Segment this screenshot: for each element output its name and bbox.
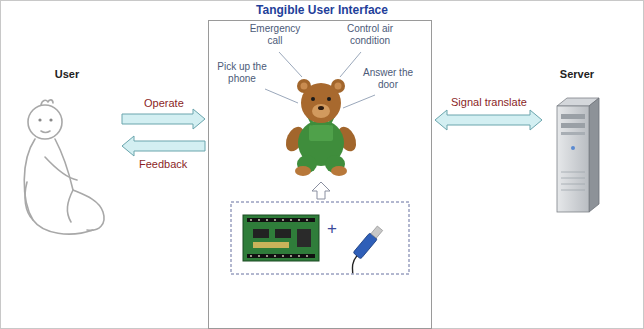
illustration-part bbox=[557, 106, 589, 212]
illustration-part bbox=[561, 132, 585, 135]
block-arrow bbox=[122, 109, 205, 129]
illustration-part bbox=[38, 118, 41, 121]
illustration-part bbox=[275, 229, 291, 238]
interface-panel: Emergency call Control air conditionPick … bbox=[208, 20, 432, 329]
illustration-part bbox=[312, 182, 330, 199]
illustration-part bbox=[347, 256, 363, 273]
illustration-part bbox=[343, 95, 375, 108]
illustration-part bbox=[265, 89, 298, 103]
illustration-part bbox=[250, 255, 252, 257]
illustration-part bbox=[231, 202, 409, 274]
user-node: User bbox=[15, 62, 119, 247]
baby-figure bbox=[15, 62, 119, 247]
arrow-label: Signal translate bbox=[451, 96, 527, 109]
function-label: Answer the door bbox=[359, 67, 417, 90]
illustration-part bbox=[561, 172, 585, 173]
illustration-part bbox=[298, 255, 300, 257]
illustration-part bbox=[67, 190, 73, 222]
illustration-part bbox=[561, 123, 585, 128]
illustration-part bbox=[561, 172, 585, 190]
illustration-part bbox=[306, 219, 308, 221]
illustration-part bbox=[28, 105, 62, 139]
arrow-label: Feedback bbox=[139, 158, 187, 171]
illustration-part bbox=[331, 166, 347, 176]
illustration-part bbox=[340, 52, 361, 77]
illustration-part bbox=[24, 100, 104, 234]
server-tower bbox=[545, 62, 609, 222]
illustration-part bbox=[250, 219, 252, 221]
illustration-part bbox=[589, 98, 599, 212]
illustration-part bbox=[295, 166, 311, 176]
illustration-part bbox=[41, 100, 53, 105]
illustration-part bbox=[290, 219, 292, 221]
illustration-part bbox=[266, 219, 268, 221]
illustration-part bbox=[301, 83, 308, 90]
illustration-part bbox=[301, 83, 341, 123]
server-label: Server bbox=[545, 68, 609, 81]
server-node: Server bbox=[545, 62, 609, 222]
function-label: Control air condition bbox=[334, 23, 406, 46]
plus-sign: + bbox=[327, 219, 337, 239]
illustration-part bbox=[41, 131, 50, 133]
illustration-part bbox=[311, 97, 315, 101]
illustration-part bbox=[298, 219, 300, 221]
illustration-part bbox=[561, 190, 585, 191]
illustration-part bbox=[561, 114, 585, 119]
illustration-part bbox=[247, 254, 315, 258]
illustration-part bbox=[253, 229, 269, 238]
illustration-part bbox=[247, 218, 315, 258]
block-arrow bbox=[435, 110, 542, 130]
illustration-part bbox=[45, 157, 77, 180]
illustration-part bbox=[371, 226, 383, 238]
illustration-part bbox=[343, 225, 386, 273]
illustration-part bbox=[290, 255, 292, 257]
illustration-part bbox=[247, 218, 315, 222]
function-label: Pick up the phone bbox=[213, 61, 271, 84]
illustration-part bbox=[309, 125, 333, 141]
illustration-part bbox=[282, 79, 359, 176]
illustration-part bbox=[561, 184, 585, 185]
illustration-part bbox=[306, 255, 308, 257]
illustration-part bbox=[55, 139, 104, 230]
illustration-part bbox=[327, 97, 331, 101]
illustration-part bbox=[243, 215, 319, 261]
illustration-part bbox=[258, 219, 260, 221]
illustration-part bbox=[279, 52, 302, 77]
illustration-part bbox=[25, 182, 33, 220]
user-label: User bbox=[15, 68, 119, 81]
function-label: Emergency call bbox=[246, 23, 304, 46]
illustration-part bbox=[258, 255, 260, 257]
diagram-title: Tangible User Interface bbox=[0, 4, 644, 18]
illustration-part bbox=[335, 83, 342, 90]
illustration-part bbox=[24, 139, 93, 234]
illustration-part bbox=[318, 106, 324, 110]
illustration-part bbox=[266, 255, 268, 257]
illustration-part bbox=[274, 255, 276, 257]
illustration-part bbox=[282, 255, 284, 257]
illustration-part bbox=[243, 215, 319, 261]
block-arrow bbox=[122, 136, 205, 156]
illustration-part bbox=[561, 178, 585, 179]
illustration-part bbox=[274, 219, 276, 221]
illustration-part bbox=[312, 104, 330, 118]
illustration-part bbox=[282, 219, 284, 221]
illustration-part bbox=[49, 118, 52, 121]
illustration-part bbox=[297, 229, 311, 247]
illustration-part bbox=[571, 146, 575, 150]
illustration-part bbox=[353, 233, 377, 259]
arrow-label: Operate bbox=[144, 97, 184, 110]
illustration-part bbox=[253, 242, 289, 248]
